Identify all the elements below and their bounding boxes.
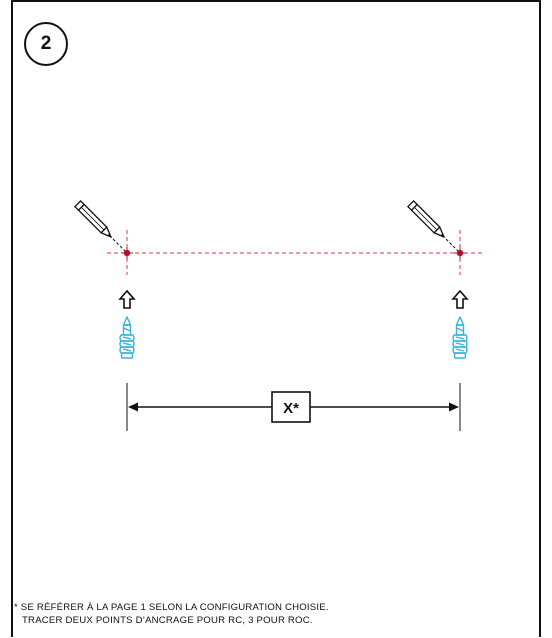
- step-number-badge: 2: [24, 22, 68, 66]
- right-wall-anchor-icon: [452, 316, 468, 359]
- footnote-line-1: * SE RÉFÉRER À LA PAGE 1 SELON LA CONFIG…: [14, 602, 329, 613]
- left-mark-point: [121, 247, 133, 259]
- step-number: 2: [40, 33, 52, 54]
- right-pencil-icon: [407, 200, 459, 252]
- dimension-line: [128, 402, 459, 412]
- left-up-arrow-icon: [119, 290, 135, 309]
- instruction-frame: [11, 0, 541, 637]
- dimension-label-box: [271, 391, 311, 423]
- left-wall-anchor-icon: [119, 316, 135, 359]
- footnote: * SE RÉFÉRER À LA PAGE 1 SELON LA CONFIG…: [14, 601, 329, 627]
- right-mark-point: [454, 247, 466, 259]
- left-pencil-icon: [74, 200, 126, 252]
- footnote-line-2: TRACER DEUX POINTS D’ANCRAGE POUR RC, 3 …: [22, 615, 313, 626]
- dimension-label: X*: [283, 400, 299, 417]
- right-up-arrow-icon: [452, 290, 468, 309]
